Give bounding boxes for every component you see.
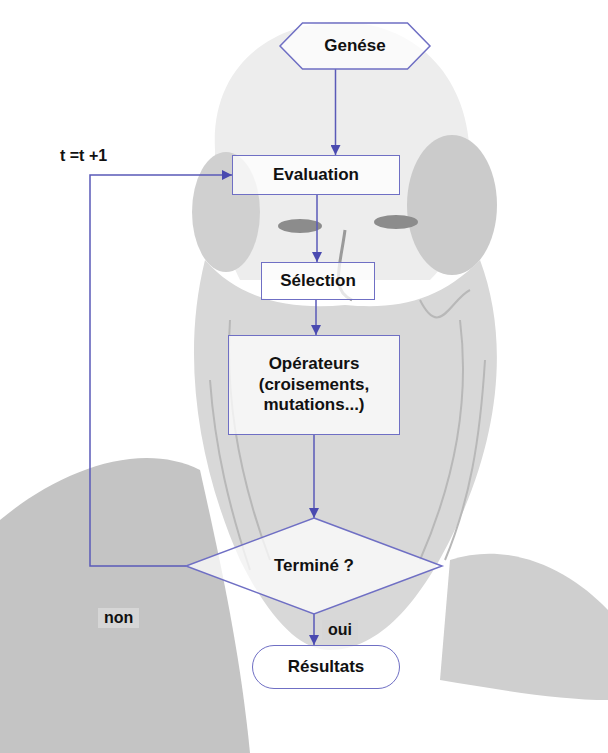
node-label: Opérateurs (croisements, mutations...)	[240, 354, 388, 415]
eye-right	[374, 215, 418, 229]
node-label: Evaluation	[273, 165, 359, 185]
node-label: Sélection	[280, 271, 356, 291]
edge-label: non	[98, 608, 139, 628]
process-box: Sélection	[261, 262, 375, 300]
node-label: Résultats	[288, 657, 365, 677]
terminal-box: Résultats	[252, 645, 400, 689]
node-text: Terminé ?	[274, 556, 354, 576]
flow-arrow	[313, 614, 315, 645]
node-text: Evaluation	[273, 165, 359, 185]
node-text: Genése	[324, 36, 385, 56]
counter-label: t =t +1	[60, 147, 107, 165]
flow-arrow	[335, 69, 337, 155]
coat-right	[440, 554, 608, 700]
node-label: Genése	[324, 36, 385, 56]
node-text: Résultats	[288, 657, 365, 677]
flow-arrow	[313, 435, 315, 518]
eye-left	[278, 219, 322, 233]
process-box: Opérateurs (croisements, mutations...)	[228, 335, 400, 435]
node-label: Terminé ?	[274, 556, 354, 576]
process-box: Evaluation	[232, 155, 400, 195]
node-text: Opérateurs (croisements, mutations...)	[240, 354, 388, 415]
hair-right	[407, 135, 497, 275]
decision-diamond: Terminé ?	[186, 518, 442, 614]
edge-label: oui	[322, 620, 358, 640]
flow-arrow	[316, 195, 318, 262]
flow-arrow	[90, 175, 232, 566]
node-text: Sélection	[280, 271, 356, 291]
beard-strands	[210, 290, 485, 570]
flow-arrow	[315, 300, 317, 335]
coat-left	[0, 458, 250, 753]
start-hexagon: Genése	[280, 23, 430, 69]
